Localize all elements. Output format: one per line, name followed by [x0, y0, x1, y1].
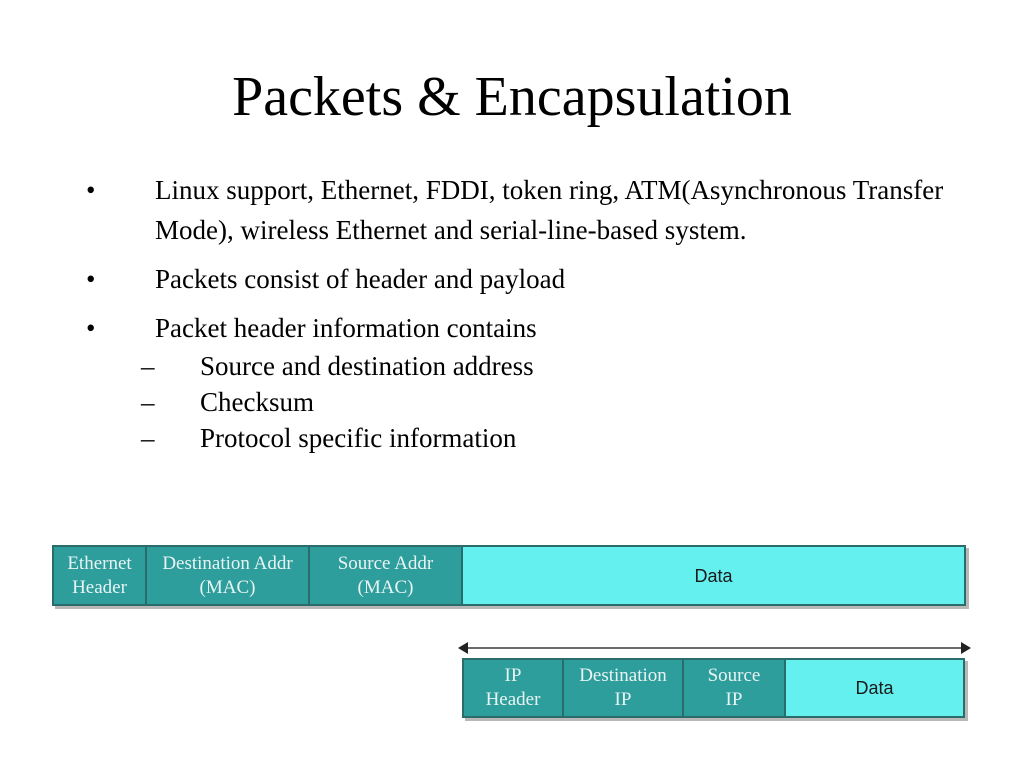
sub-bullet-marker: –	[141, 351, 155, 381]
sub-bullet-text: Checksum	[200, 387, 314, 417]
sub-bullet-marker: –	[141, 423, 155, 453]
ethernet-header-field: Ethernet Header	[52, 545, 147, 606]
bullet-text: Packets consist of header and payload	[155, 264, 566, 294]
sub-bullet-item: – Protocol specific information	[141, 420, 946, 456]
encapsulation-arrow	[458, 642, 971, 654]
bullet-list: • Linux support, Ethernet, FDDI, token r…	[86, 170, 946, 465]
arrow-left-icon	[458, 642, 468, 654]
ip-data-field: Data	[786, 658, 965, 718]
destination-ip-field: Destination IP	[564, 658, 684, 718]
sub-bullet-marker: –	[141, 387, 155, 417]
destination-mac-field: Destination Addr (MAC)	[147, 545, 310, 606]
bullet-text: Packet header information contains	[155, 313, 537, 343]
bullet-item: • Packets consist of header and payload	[86, 259, 946, 299]
ethernet-frame-diagram: Ethernet Header Destination Addr (MAC) S…	[52, 545, 966, 606]
bullet-marker: •	[86, 313, 96, 343]
sub-bullet-text: Protocol specific information	[200, 423, 517, 453]
arrow-right-icon	[961, 642, 971, 654]
bullet-item: • Linux support, Ethernet, FDDI, token r…	[86, 170, 946, 250]
ip-packet-diagram: IP Header Destination IP Source IP Data	[462, 658, 965, 718]
source-mac-field: Source Addr (MAC)	[310, 545, 463, 606]
sub-bullet-text: Source and destination address	[200, 351, 534, 381]
bullet-item: • Packet header information contains – S…	[86, 308, 946, 456]
ethernet-data-field: Data	[463, 545, 966, 606]
slide-title: Packets & Encapsulation	[232, 66, 792, 128]
sub-bullet-list: – Source and destination address – Check…	[141, 348, 946, 456]
sub-bullet-item: – Checksum	[141, 384, 946, 420]
bullet-marker: •	[86, 175, 96, 205]
bullet-marker: •	[86, 264, 96, 294]
sub-bullet-item: – Source and destination address	[141, 348, 946, 384]
source-ip-field: Source IP	[684, 658, 786, 718]
ip-header-field: IP Header	[462, 658, 564, 718]
bullet-text: Linux support, Ethernet, FDDI, token rin…	[155, 175, 944, 245]
